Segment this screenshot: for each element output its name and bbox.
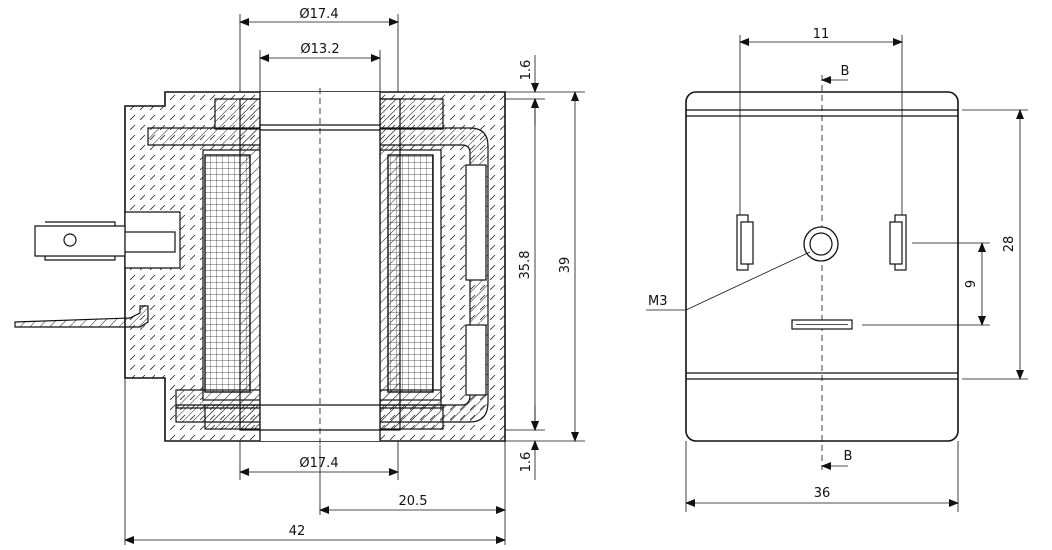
side-slot-upper: [465, 164, 487, 281]
terminal-insert: [124, 231, 176, 253]
dim-top-inner-dia: Ø13.2: [300, 42, 339, 57]
side-slot-lower: [465, 324, 487, 396]
front-view: [685, 75, 959, 470]
section-view-dimensions: Ø17.4 Ø13.2 Ø17.4 20.5 42 1.6 35.8: [124, 7, 585, 545]
dim-offset: 20.5: [399, 494, 428, 509]
dim-top-outer-dia: Ø17.4: [299, 7, 338, 22]
dim-pin-spacing: 11: [813, 27, 830, 42]
dim-pin-offset: 9: [964, 280, 979, 288]
dim-connector-height: 28: [1002, 236, 1017, 253]
section-label-bottom: B: [844, 449, 853, 464]
dim-total-height: 39: [558, 257, 573, 274]
dim-front-width: 36: [814, 486, 831, 501]
winding-left: [204, 154, 251, 393]
section-view: [14, 88, 506, 445]
pin-slot-right: [889, 214, 907, 271]
winding-right: [387, 154, 434, 393]
ground-tab: [14, 305, 149, 328]
dim-bottom-dia: Ø17.4: [299, 456, 338, 471]
section-label-top: B: [841, 64, 850, 79]
thread-label: M3: [648, 294, 668, 309]
pin-slot-left: [736, 214, 754, 271]
screw-hole-inner: [809, 232, 833, 256]
dim-top-thickness: 1.6: [519, 60, 534, 81]
dim-bottom-thickness: 1.6: [519, 452, 534, 473]
terminal-pin: [34, 221, 126, 261]
dim-total-width: 42: [289, 524, 306, 539]
dim-inner-height: 35.8: [518, 251, 533, 280]
front-view-dimensions: 11 B B M3 9 28 36: [646, 27, 1028, 512]
terminal-hole: [63, 233, 77, 247]
